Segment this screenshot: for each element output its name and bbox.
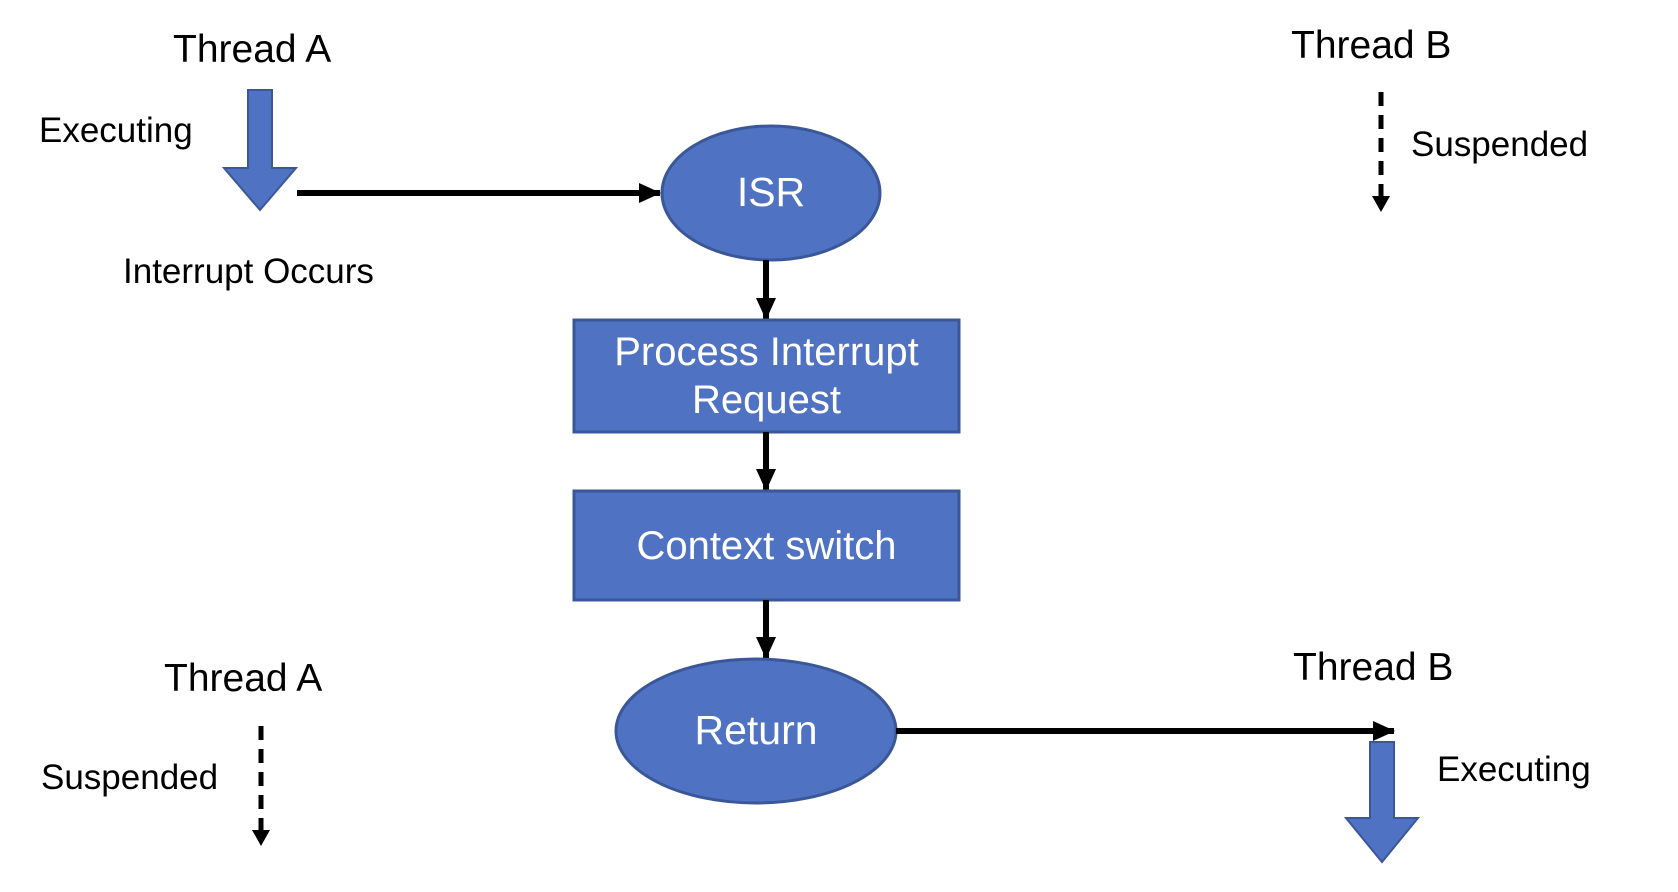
thread-b-executing-label: Executing [1437, 750, 1591, 789]
thread-a-suspended-label: Suspended [41, 758, 219, 797]
thread-a-executing-label: Executing [39, 111, 193, 150]
thread-a-top-label: Thread A [173, 28, 332, 71]
process-interrupt-label: Process Interrupt Request [614, 330, 919, 422]
isr-node [660, 124, 882, 262]
thread-b-executing-arrow [1343, 741, 1421, 864]
thread-b-suspended-label: Suspended [1411, 125, 1589, 164]
interrupt-occurs-label: Interrupt Occurs [123, 252, 374, 291]
thread-a-bottom-label: Thread A [164, 657, 323, 700]
thread-b-top-label: Thread B [1291, 24, 1452, 67]
return-label: Return [694, 707, 818, 754]
context-switch-label: Context switch [636, 523, 897, 568]
thread-b-bottom-label: Thread B [1293, 646, 1454, 689]
thread-a-executing-arrow [221, 89, 299, 212]
isr-label: ISR [736, 169, 806, 216]
